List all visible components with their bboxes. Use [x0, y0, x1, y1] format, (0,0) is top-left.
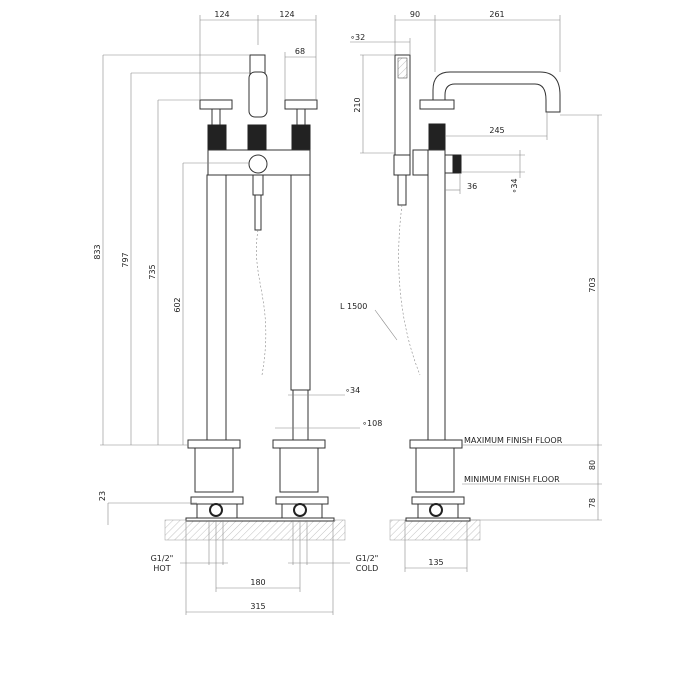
dim-602: 602 — [173, 297, 182, 312]
dim-261: 261 — [489, 10, 504, 19]
dim-124-right: 124 — [279, 10, 294, 19]
cold-inlet — [293, 503, 307, 517]
front-view: 124 124 68 833 797 735 602 23 ∘34 ∘108 1… — [93, 10, 382, 615]
cold-thread: G1/2" — [356, 554, 379, 563]
center-body — [207, 54, 311, 376]
hose-length: L 1500 — [340, 302, 367, 311]
hot-valve — [187, 99, 244, 521]
cold-label: COLD — [356, 564, 379, 573]
dim-180: 180 — [250, 578, 265, 587]
dim-135: 135 — [428, 558, 443, 567]
dim-315: 315 — [250, 602, 265, 611]
dim-124-left: 124 — [214, 10, 229, 19]
hot-inlet — [209, 503, 223, 517]
floor-hatch — [164, 519, 346, 541]
floor-hatch-side — [389, 519, 481, 541]
dim-diameter-108: ∘108 — [362, 419, 382, 428]
dim-245: 245 — [489, 126, 504, 135]
front-dimension-lines — [100, 15, 360, 615]
dim-68: 68 — [295, 47, 305, 56]
maximum-finish-floor-label: MAXIMUM FINISH FLOOR — [464, 436, 563, 445]
dim-diameter-34-side: ∘34 — [510, 178, 519, 193]
hose — [256, 229, 267, 376]
dim-80: 80 — [588, 460, 597, 470]
dim-703: 703 — [588, 277, 597, 292]
dim-210: 210 — [353, 97, 362, 112]
dim-diameter-32: ∘32 — [350, 33, 365, 42]
dim-797: 797 — [121, 252, 130, 267]
dim-90: 90 — [410, 10, 420, 19]
dim-833: 833 — [93, 244, 102, 259]
spout — [432, 71, 561, 113]
dim-78: 78 — [588, 498, 597, 508]
dim-735: 735 — [148, 264, 157, 279]
dim-diameter-34: ∘34 — [345, 386, 360, 395]
side-dimension-lines — [350, 15, 602, 572]
minimum-finish-floor-label: MINIMUM FINISH FLOOR — [464, 475, 560, 484]
dim-36: 36 — [467, 182, 477, 191]
inlet-side — [429, 503, 443, 517]
cold-valve — [272, 99, 329, 521]
hot-thread: G1/2" — [151, 554, 174, 563]
hot-label: HOT — [153, 564, 170, 573]
side-view: 90 261 ∘32 210 245 36 ∘34 703 80 78 135 … — [340, 10, 602, 572]
dim-23: 23 — [98, 491, 107, 501]
